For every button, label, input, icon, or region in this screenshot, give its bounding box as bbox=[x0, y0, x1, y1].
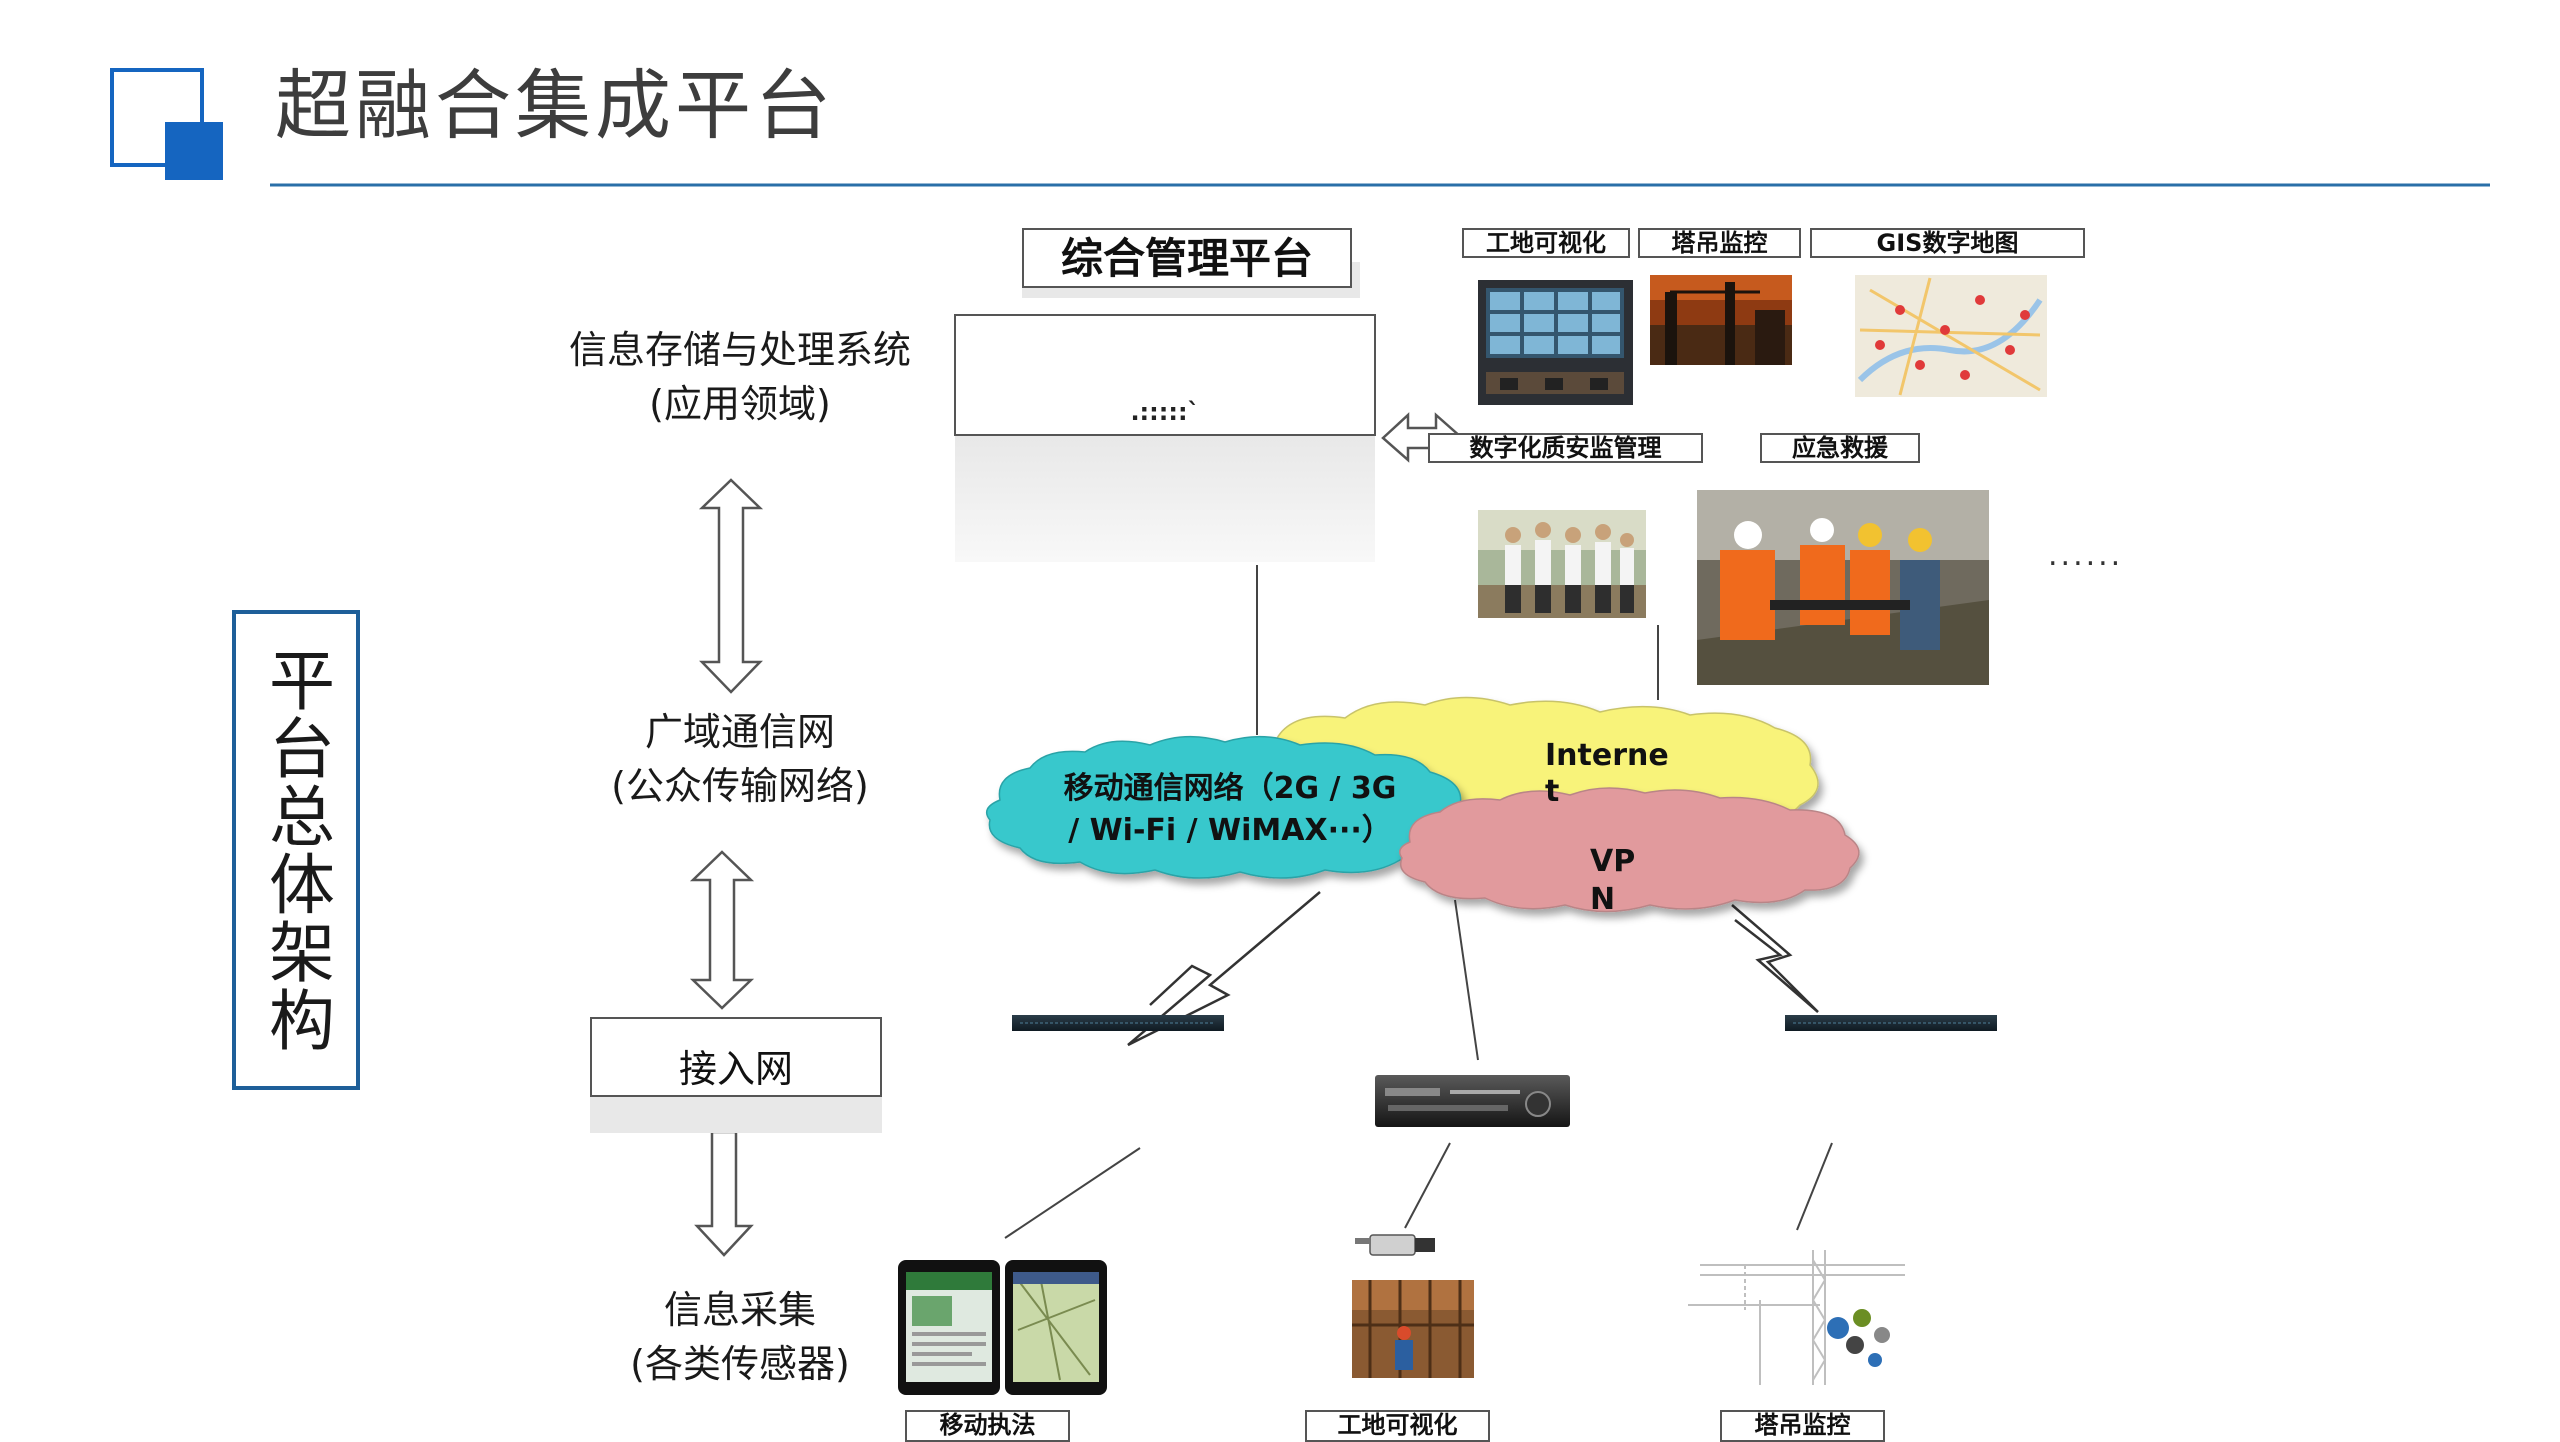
cloud-vpn-label: VP N bbox=[1590, 843, 1650, 919]
sensor-cluster bbox=[1827, 1309, 1890, 1367]
platform-inner-text: .:::::` bbox=[1130, 398, 1200, 426]
wireless-link-right bbox=[1731, 904, 1819, 1013]
access-network-shadow bbox=[590, 1095, 882, 1133]
double-arrow-access-sensors bbox=[694, 1130, 754, 1257]
cloud-internet-label: Interne t bbox=[1545, 738, 1669, 810]
title-logo bbox=[110, 68, 223, 180]
dvr-recorder bbox=[1375, 1075, 1570, 1127]
photo-tablets bbox=[898, 1260, 1107, 1395]
photo-camera-site bbox=[1352, 1234, 1474, 1378]
cloud-vpn-line2: N bbox=[1590, 882, 1616, 917]
cloud-internet-line1: Interne bbox=[1545, 738, 1669, 773]
cloud-mobile-line1: 移动通信网络（2G / 3G bbox=[1063, 771, 1397, 806]
layer-wan: 广域通信网 (公众传输网络) bbox=[530, 705, 950, 813]
side-title: 平台总体架构 bbox=[232, 610, 360, 1090]
app-label-site-visual: 工地可视化 bbox=[1462, 228, 1630, 258]
photo-control-room bbox=[1478, 280, 1633, 405]
double-arrow-wan-access bbox=[689, 850, 755, 1010]
photo-rescue-team bbox=[1697, 490, 1989, 685]
more-apps-ellipsis: ...... bbox=[2048, 538, 2124, 573]
cloud-vpn-line1: VP bbox=[1590, 844, 1636, 879]
app-label-crane-monitor: 塔吊监控 bbox=[1638, 228, 1801, 258]
layer-wan-line1: 广域通信网 bbox=[644, 710, 835, 754]
photo-crane-sunset bbox=[1650, 275, 1792, 365]
cloud-internet-line2: t bbox=[1545, 774, 1560, 809]
access-network-box: 接入网 bbox=[590, 1017, 882, 1095]
app-label-gis-map: GIS数字地图 bbox=[1810, 228, 2085, 258]
photo-site-inspection bbox=[1478, 510, 1646, 618]
terminal-label-mobile-enforce: 移动执法 bbox=[905, 1410, 1070, 1442]
layer-storage: 信息存储与处理系统 (应用领域) bbox=[530, 323, 950, 431]
wireless-link-left bbox=[1127, 891, 1321, 1047]
app-label-quality-safety: 数字化质安监管理 bbox=[1428, 433, 1703, 463]
platform-label: 综合管理平台 bbox=[1022, 228, 1352, 288]
layer-storage-line1: 信息存储与处理系统 bbox=[568, 328, 911, 372]
app-label-emergency: 应急救援 bbox=[1760, 433, 1920, 463]
double-arrow-storage-wan bbox=[698, 478, 764, 694]
network-switch-right bbox=[1785, 1015, 1997, 1031]
cloud-mobile-line2: / Wi-Fi / WiMAX···） bbox=[1068, 813, 1392, 848]
photo-gis-map bbox=[1855, 275, 2047, 397]
layer-sensors: 信息采集 (各类传感器) bbox=[530, 1283, 950, 1391]
photo-tower-cranes bbox=[1688, 1250, 1905, 1385]
layer-storage-line2: (应用领域) bbox=[649, 382, 831, 426]
layer-sensors-line1: 信息采集 bbox=[663, 1288, 816, 1332]
layer-wan-line2: (公众传输网络) bbox=[611, 764, 869, 808]
cloud-mobile-label: 移动通信网络（2G / 3G / Wi-Fi / WiMAX···） bbox=[1030, 768, 1430, 852]
layer-sensors-line2: (各类传感器) bbox=[630, 1342, 850, 1386]
cloud-vpn bbox=[1399, 787, 1860, 913]
layer-access-label: 接入网 bbox=[678, 1047, 793, 1091]
platform-panel bbox=[954, 262, 1376, 562]
network-switch-left bbox=[1012, 1015, 1224, 1031]
connection-lines bbox=[1004, 565, 1833, 1239]
terminal-label-crane-monitor: 塔吊监控 bbox=[1720, 1410, 1885, 1442]
page-title: 超融合集成平台 bbox=[275, 61, 835, 150]
terminal-label-site-visual: 工地可视化 bbox=[1305, 1410, 1490, 1442]
